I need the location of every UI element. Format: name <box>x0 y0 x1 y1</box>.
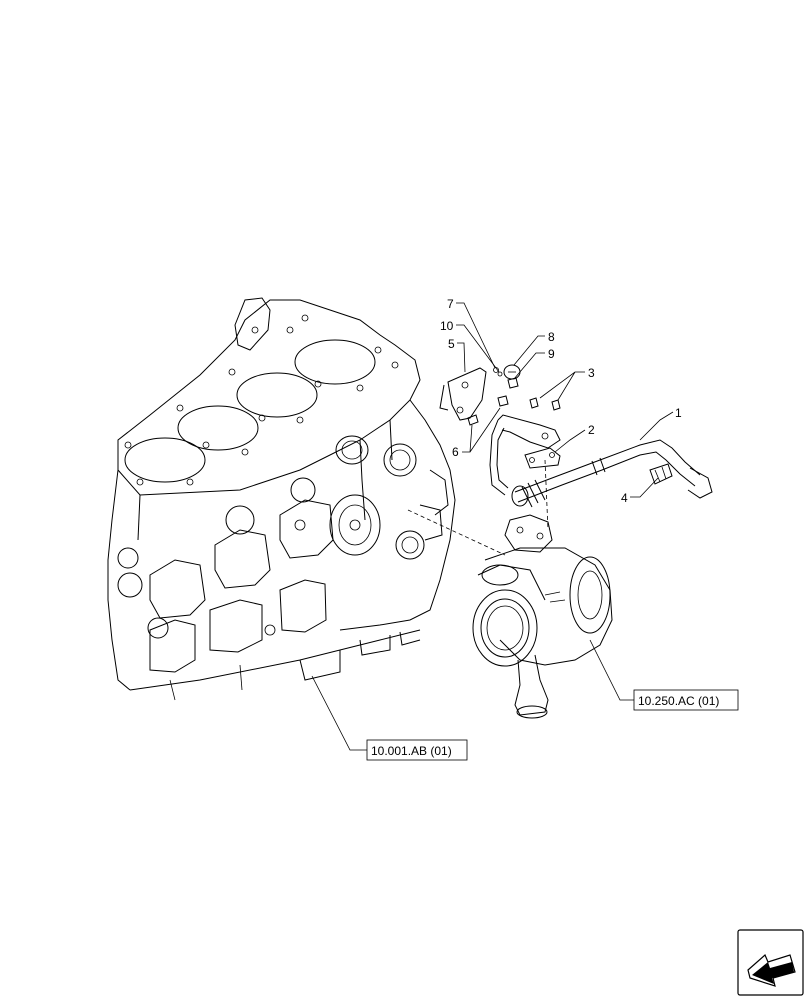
pipe-assembly <box>439 364 713 508</box>
callout-3: 3 <box>588 366 595 380</box>
callout-6: 6 <box>452 445 459 459</box>
callout-2: 2 <box>588 423 595 437</box>
alignment-line <box>544 459 549 531</box>
ref-engine-block-label: 10.001.AB (01) <box>371 744 452 758</box>
alignment-line <box>407 509 506 556</box>
ref-turbocharger-label: 10.250.AC (01) <box>638 694 719 708</box>
callout-1: 1 <box>675 406 682 420</box>
callout-7: 7 <box>447 297 454 311</box>
ref-turbocharger[interactable]: 10.250.AC (01) <box>633 689 739 711</box>
callout-9: 9 <box>548 347 555 361</box>
turbocharger <box>472 514 613 719</box>
engine-block <box>107 297 456 701</box>
callout-8: 8 <box>548 330 555 344</box>
leader-lines <box>311 302 674 751</box>
callout-4: 4 <box>621 491 628 505</box>
callout-5: 5 <box>448 337 455 351</box>
next-page-arrow-icon[interactable] <box>737 929 804 996</box>
ref-engine-block[interactable]: 10.001.AB (01) <box>366 739 468 761</box>
callout-10: 10 <box>440 319 454 333</box>
